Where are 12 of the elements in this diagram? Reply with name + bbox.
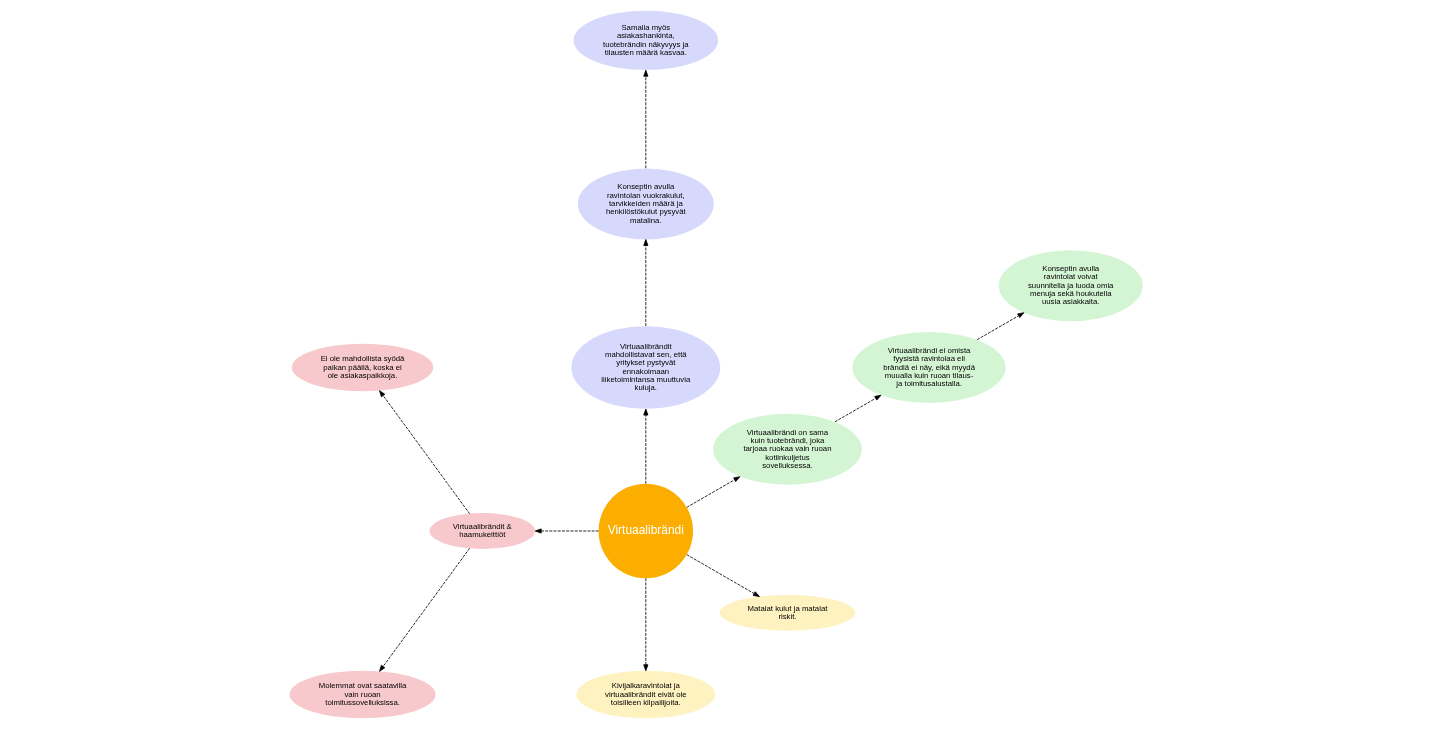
arrow — [685, 476, 740, 508]
arrow — [642, 408, 648, 485]
arrow — [642, 69, 648, 169]
arrow — [685, 554, 760, 597]
arrow — [378, 547, 470, 672]
arrow — [834, 394, 881, 423]
arrow — [976, 312, 1024, 341]
arrow — [642, 577, 648, 672]
arrow — [378, 390, 470, 515]
arrow — [642, 239, 648, 327]
node-circle: Virtuaalibrändi — [598, 483, 693, 579]
arrow — [534, 528, 599, 534]
